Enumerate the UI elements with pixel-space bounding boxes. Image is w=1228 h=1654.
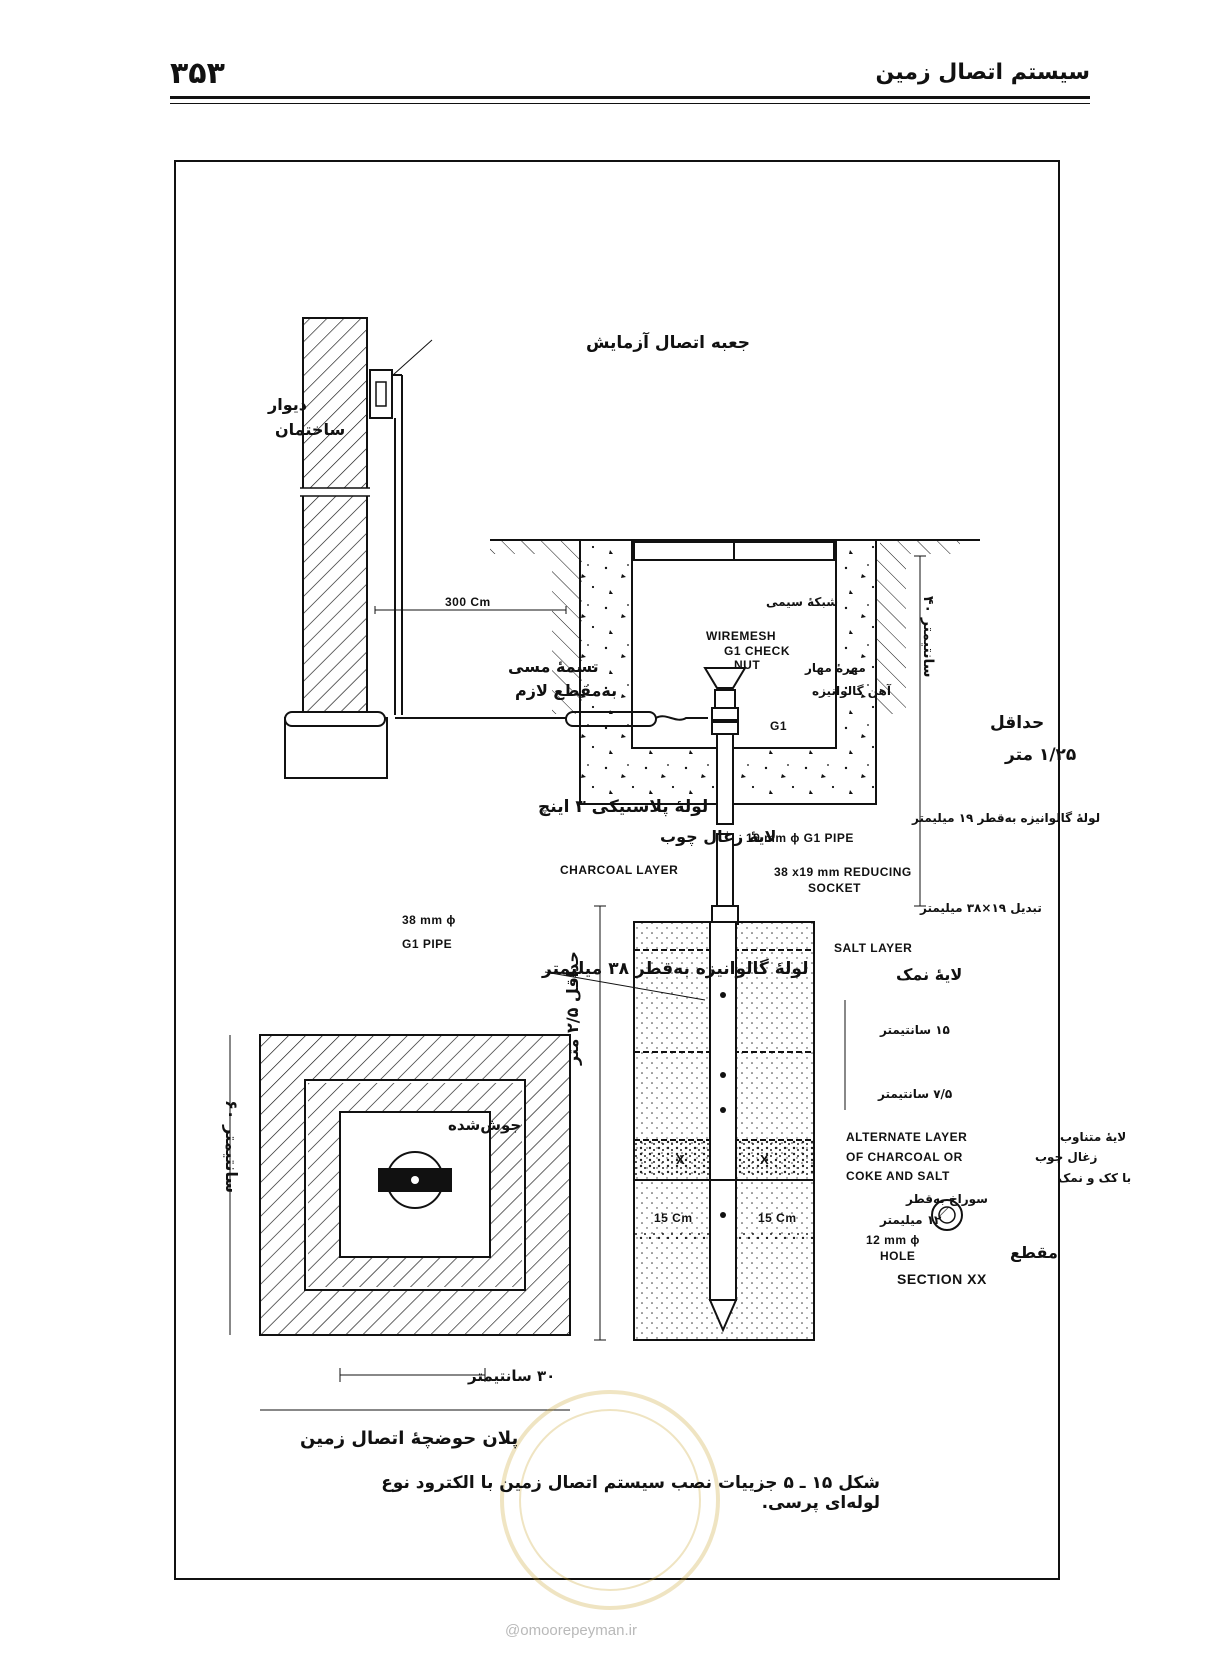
label-40cm: ۴۰ سانتیمتر [920, 596, 936, 678]
header-rule-thin [170, 103, 1090, 104]
label-charcoal-fa: لایهٔ زغال چوب [660, 827, 776, 847]
electrode-head [703, 667, 747, 925]
watermark-seal [500, 1390, 720, 1610]
label-300cm: 300 Cm [445, 595, 491, 609]
section-xx-symbol [931, 1199, 963, 1231]
label-copper-2: به‌مقطع لازم [515, 681, 617, 700]
label-charcoal-en: CHARCOAL LAYER [560, 863, 678, 877]
test-box [369, 369, 403, 715]
label-test-box: جعبه اتصال آزمایش [586, 331, 750, 353]
dimension-lines [229, 555, 926, 1411]
label-7-5cm-fa: ۷/۵ سانتیمتر [877, 1087, 952, 1101]
label-reducing-fa: تبدیل ۱۹×۳۸ میلیمتر [919, 901, 1042, 915]
label-alt-fa-1: لایهٔ متناوب [1060, 1130, 1126, 1145]
label-welded: جوش‌شده [448, 1116, 521, 1134]
label-hole-en-2: HOLE [880, 1249, 915, 1263]
label-plastic-pipe: لولهٔ پلاستیکی ۳ اینچ [538, 797, 708, 817]
building-wall [284, 317, 388, 779]
label-alt-fa-2: زغال چوب [1035, 1150, 1098, 1165]
label-hole-fa-1: سوراخ به‌قطر [905, 1192, 988, 1207]
label-alt-fa-3: با کک و نمک [1058, 1171, 1131, 1186]
label-salt-fa: لایهٔ نمک [896, 965, 962, 984]
label-pipe19-fa: لولهٔ گالوانیزه به‌قطر ۱۹ میلیمتر [911, 811, 1100, 826]
label-15cm-left: 15 Cm [654, 1211, 693, 1225]
header-rule-thick [170, 96, 1090, 99]
watermark-url: @omoorepeyman.ir [505, 1622, 637, 1639]
label-hole-fa-2: ۱۲ میلیمتر [879, 1213, 942, 1227]
label-alt-2: OF CHARCOAL OR [846, 1150, 963, 1164]
label-alt-1: ALTERNATE LAYER [846, 1130, 967, 1144]
plan-title: پلان حوضچهٔ اتصال زمین [300, 1428, 519, 1449]
label-pipe38-fa: لولهٔ گالوانیزه به‌قطر ۳۸ میلیمتر [541, 958, 808, 979]
label-15cm-right: 15 Cm [758, 1211, 797, 1225]
label-checknut-1: G1 CHECK [724, 644, 790, 658]
label-pipe38-1: 38 mm ϕ [402, 913, 456, 927]
label-pipe19-en: 19 mm ϕ G1 PIPE [746, 831, 854, 845]
label-wall-2: ساختمان [275, 420, 345, 439]
figure-caption: شکل ۱۵ ـ ۵ جزییات نصب سیستم اتصال زمین ب… [381, 1473, 880, 1513]
label-section-en: SECTION XX [897, 1271, 987, 1287]
label-checknut-fa-2: آهن گالوانیزه [812, 683, 892, 699]
page-number: ۳۵۳ [170, 56, 225, 91]
label-alt-3: COKE AND SALT [846, 1169, 950, 1183]
label-wiremesh-en: WIREMESH [706, 629, 776, 643]
label-wiremesh-fa: شبکهٔ سیمی [766, 595, 838, 609]
label-reducing-2: SOCKET [808, 881, 861, 895]
label-min-125-2: ۱/۲۵ متر [1004, 745, 1076, 765]
label-min-2-5: حداقل ۲/۵ متر [563, 951, 582, 1066]
label-checknut-fa-1: مهرهٔ مهار [804, 661, 866, 675]
label-60cm: ۶۰ سانتیمتر [222, 1100, 241, 1193]
label-x-right: X [760, 1152, 769, 1167]
running-title: سیستم اتصال زمین [875, 60, 1090, 85]
electrode-trench [633, 921, 815, 1341]
soil-surface [490, 539, 980, 714]
figure-frame [174, 160, 1060, 1580]
pit-plan [259, 1034, 571, 1336]
label-30cm: ۳۰ سانتیمتر [467, 1367, 555, 1385]
label-checknut-2: NUT [734, 658, 760, 672]
label-hole-en-1: 12 mm ϕ [866, 1233, 920, 1247]
label-15cm-fa: ۱۵ سانتیمتر [879, 1023, 950, 1037]
label-reducing-1: 38 x19 mm REDUCING [774, 865, 912, 879]
drawing-labels: جعبه اتصال آزمایش دیوار ساختمان 300 Cm ت… [222, 331, 1131, 1385]
label-salt-en: SALT LAYER [834, 941, 912, 955]
label-copper-1: تسمهٔ مسی [508, 657, 599, 676]
label-section-fa: مقطع [1010, 1243, 1058, 1262]
label-min-125-1: حداقل [990, 713, 1044, 733]
label-wall-1: دیوار [267, 395, 307, 414]
label-g1: G1 [770, 719, 787, 733]
label-x-left: X [676, 1152, 685, 1167]
page-header: ۳۵۳ سیستم اتصال زمین [170, 50, 1090, 100]
label-pipe38-2: G1 PIPE [402, 937, 452, 951]
